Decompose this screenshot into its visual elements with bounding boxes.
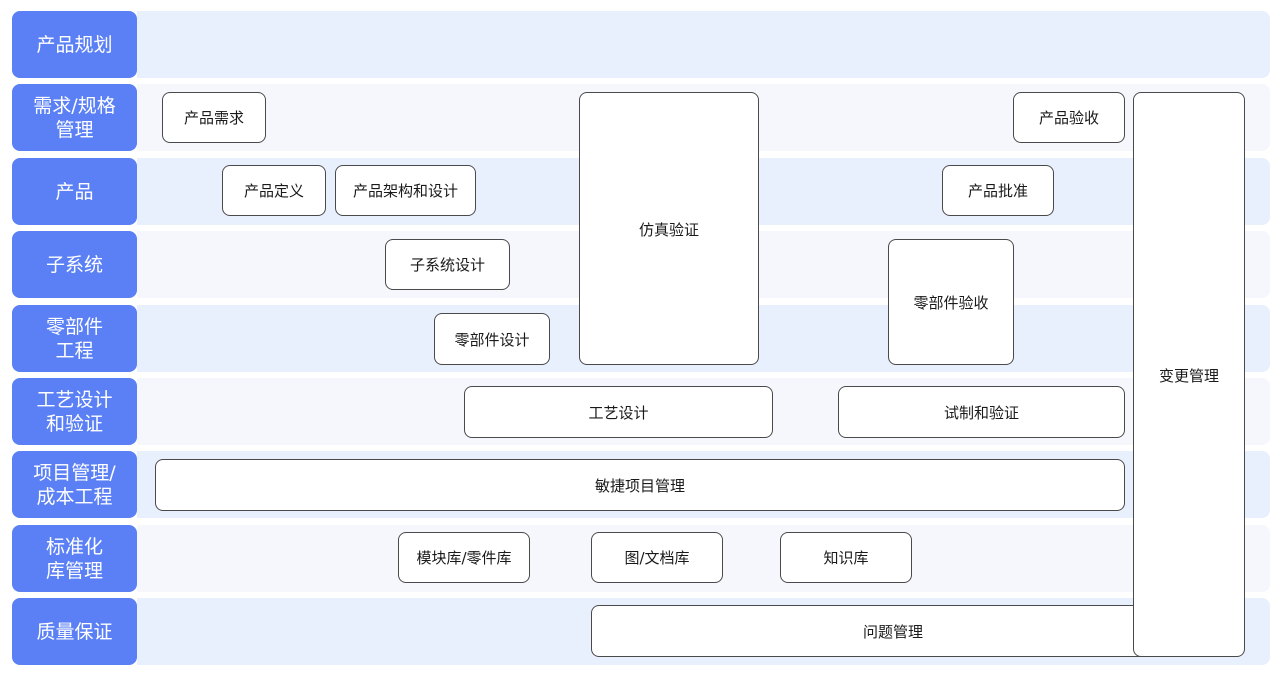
box-product-architecture-design[interactable]: 产品架构和设计	[335, 165, 476, 216]
box-product-requirements[interactable]: 产品需求	[162, 92, 266, 143]
row-label-process-design: 工艺设计 和验证	[12, 378, 137, 445]
box-process-design[interactable]: 工艺设计	[464, 386, 773, 438]
row-label-product: 产品	[12, 158, 137, 225]
row-label-standard-library: 标准化 库管理	[12, 525, 137, 592]
box-agile-project-management[interactable]: 敏捷项目管理	[155, 459, 1125, 511]
box-product-acceptance[interactable]: 产品验收	[1013, 92, 1125, 143]
box-drawing-document-library[interactable]: 图/文档库	[591, 532, 723, 583]
row-label-subsystem: 子系统	[12, 231, 137, 298]
row-label-parts-engineering: 零部件 工程	[12, 305, 137, 372]
box-knowledge-library[interactable]: 知识库	[780, 532, 912, 583]
row-label-quality-assurance: 质量保证	[12, 598, 137, 665]
box-parts-design[interactable]: 零部件设计	[434, 313, 550, 365]
row-label-requirements: 需求/规格 管理	[12, 84, 137, 151]
row-label-project-management: 项目管理/ 成本工程	[12, 451, 137, 518]
box-module-parts-library[interactable]: 模块库/零件库	[398, 532, 530, 583]
box-change-management[interactable]: 变更管理	[1133, 92, 1245, 657]
box-simulation-verification[interactable]: 仿真验证	[579, 92, 759, 365]
box-product-definition[interactable]: 产品定义	[222, 165, 326, 216]
lane-band-product-planning	[137, 11, 1270, 78]
row-label-product-planning: 产品规划	[12, 11, 137, 78]
box-issue-management[interactable]: 问题管理	[591, 605, 1195, 657]
box-subsystem-design[interactable]: 子系统设计	[385, 239, 510, 290]
box-product-approval[interactable]: 产品批准	[942, 165, 1054, 216]
box-parts-acceptance[interactable]: 零部件验收	[888, 239, 1014, 365]
box-trial-production-verification[interactable]: 试制和验证	[838, 386, 1125, 438]
